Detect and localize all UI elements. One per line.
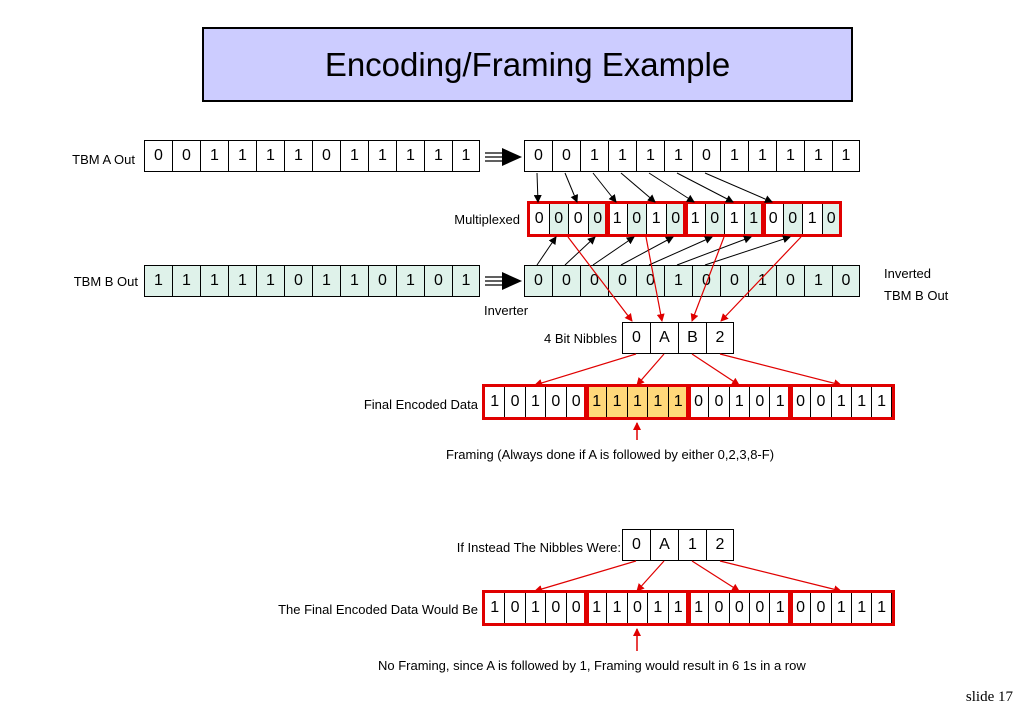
tbm-b-bit-cell: 1 (312, 265, 340, 297)
inverted-b-bit-cell: 0 (720, 265, 748, 297)
tbm-a-copy-bit-cell: 0 (552, 140, 580, 172)
inverted-b-bit-cell: 0 (832, 265, 860, 297)
inverted-b-bit-cell: 1 (664, 265, 692, 297)
tbm-a-bit-cell: 0 (172, 140, 200, 172)
tbm-a-copy-bit-cell: 1 (804, 140, 832, 172)
tbm-b-bit-cell: 1 (340, 265, 368, 297)
tbm-a-bit-cell: 1 (368, 140, 396, 172)
tbm-a-copy-bit-cell: 1 (832, 140, 860, 172)
alt-nibble-to-encoded-arrows (534, 560, 842, 594)
tbm-a-copy-bit-cell: 1 (636, 140, 664, 172)
no-framing-note: No Framing, since A is followed by 1, Fr… (378, 658, 806, 673)
inverted-b-bit-cell: 1 (748, 265, 776, 297)
multiplexed-label: Multiplexed (454, 212, 520, 227)
tbm-a-bit-cell: 1 (396, 140, 424, 172)
tbm-a-copy-bit-cell: 1 (664, 140, 692, 172)
inverted-b-bit-cell: 1 (804, 265, 832, 297)
tbm-a-copy-bit-cell: 1 (580, 140, 608, 172)
tbm-a-bit-cell: 1 (340, 140, 368, 172)
would-be-label: The Final Encoded Data Would Be (278, 602, 478, 617)
inverted-b-to-mux-arrows (536, 235, 791, 266)
final-encoded-label: Final Encoded Data (363, 397, 478, 412)
tbm-b-bit-cell: 0 (284, 265, 312, 297)
tbm-b-bit-cell: 1 (256, 265, 284, 297)
inverted-b-bit-cell: 0 (552, 265, 580, 297)
page-title: Encoding/Framing Example (324, 45, 731, 83)
tbm-a-copy-bit-cell: 0 (692, 140, 720, 172)
framing-note: Framing (Always done if A is followed by… (446, 447, 775, 462)
tbm-b-bit-cell: 1 (228, 265, 256, 297)
tbm-a-copy-bit-cell: 1 (748, 140, 776, 172)
alt-nibble-cell: A (650, 529, 678, 561)
double-arrow-icon-b (485, 272, 522, 290)
tbm-a-to-mux-arrows (533, 172, 773, 203)
tbm-a-bit-cell: 1 (228, 140, 256, 172)
slide-number: slide 17 (965, 689, 1013, 705)
nibbles-label: 4 Bit Nibbles (544, 331, 617, 346)
nibble-cell: A (650, 322, 678, 354)
tbm-b-bit-cell: 1 (452, 265, 480, 297)
inverter-label: Inverter (484, 303, 529, 318)
tbm-a-bit-cell: 1 (256, 140, 284, 172)
tbm-a-bit-cell: 1 (424, 140, 452, 172)
nibble-cell: 2 (706, 322, 734, 354)
inverted-b-bit-cell: 0 (636, 265, 664, 297)
tbm-b-bit-cell: 1 (172, 265, 200, 297)
inverted-b-bit-cell: 0 (524, 265, 552, 297)
tbm-b-bit-cell: 1 (396, 265, 424, 297)
inverted-b-bit-cell: 0 (692, 265, 720, 297)
tbm-a-copy-bit-cell: 1 (776, 140, 804, 172)
nibble-cell: B (678, 322, 706, 354)
tbm-a-copy-bit-cell: 1 (720, 140, 748, 172)
mux-to-nibble-arrows (567, 236, 802, 322)
nibble-cell: 0 (622, 322, 650, 354)
if-instead-label: If Instead The Nibbles Were: (456, 540, 621, 555)
alt-nibble-cell: 0 (622, 529, 650, 561)
tbm-a-bit-cell: 0 (312, 140, 340, 172)
nibble-to-final-arrows (534, 353, 842, 388)
tbm-a-out-label: TBM A Out (72, 152, 135, 167)
inverted-label-line2: TBM B Out (884, 288, 949, 303)
tbm-b-bit-cell: 0 (424, 265, 452, 297)
alt-nibble-cell: 1 (678, 529, 706, 561)
tbm-a-bit-cell: 1 (284, 140, 312, 172)
tbm-a-bit-cell: 1 (452, 140, 480, 172)
inverted-b-bit-cell: 0 (776, 265, 804, 297)
tbm-a-bit-cell: 1 (200, 140, 228, 172)
tbm-b-bit-cell: 1 (144, 265, 172, 297)
tbm-a-copy-bit-cell: 1 (608, 140, 636, 172)
title-box: Encoding/Framing Example (202, 27, 853, 102)
tbm-b-out-label: TBM B Out (73, 274, 138, 289)
alt-nibble-cell: 2 (706, 529, 734, 561)
inverted-label-line1: Inverted (884, 266, 931, 281)
tbm-a-copy-bit-cell: 0 (524, 140, 552, 172)
inverted-b-bit-cell: 0 (608, 265, 636, 297)
tbm-b-bit-cell: 1 (200, 265, 228, 297)
tbm-b-bit-cell: 0 (368, 265, 396, 297)
double-arrow-icon-a (485, 148, 522, 166)
tbm-a-bit-cell: 0 (144, 140, 172, 172)
